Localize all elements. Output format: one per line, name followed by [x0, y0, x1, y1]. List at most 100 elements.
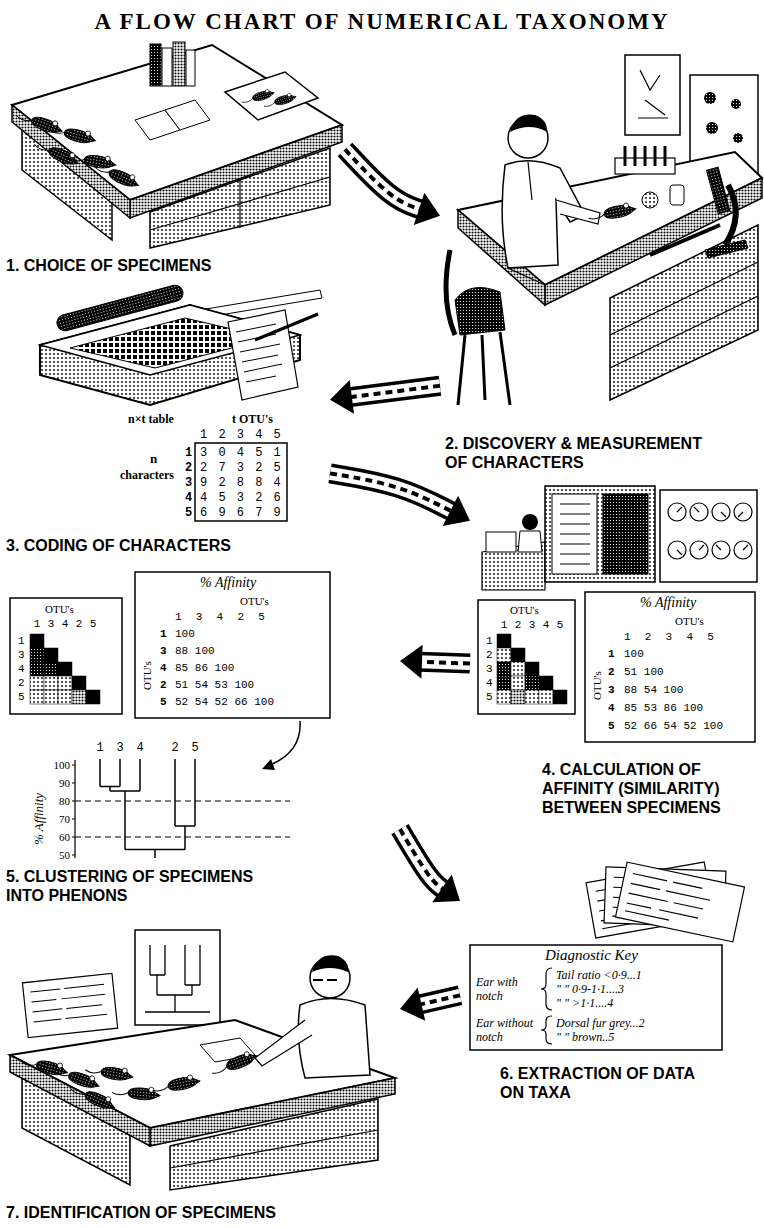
arrow-band-inner — [420, 995, 461, 1004]
key-character: Ear with notch — [476, 975, 538, 1003]
table-title: % Affinity — [640, 596, 696, 610]
coat-lines — [508, 162, 545, 285]
table-frame — [195, 443, 287, 521]
specimen — [67, 149, 117, 170]
desk-edge — [12, 105, 130, 218]
arrow-head — [432, 874, 460, 902]
matrix-cell — [30, 676, 44, 690]
matrix-cell — [511, 690, 525, 704]
matrix-cell — [44, 690, 58, 704]
roller — [55, 283, 185, 332]
matrix-cell — [525, 690, 539, 704]
key-entry: " " 0·9-1·1....3 — [556, 982, 624, 996]
specimen — [15, 108, 65, 137]
row-number: 2 — [608, 665, 615, 679]
row-number: 1 — [608, 647, 615, 661]
specimen — [209, 1049, 259, 1078]
axis-label: characters — [120, 468, 174, 482]
key-entry: " " brown..5 — [556, 1030, 614, 1044]
column-numbers: 1 2 3 4 5 — [200, 428, 283, 442]
leaf-labels: 1 3 4 — [96, 741, 146, 755]
arrow-band — [420, 662, 470, 664]
data-sheet — [615, 862, 744, 942]
bottle — [642, 192, 658, 208]
column-numbers: 1 2 3 4 5 — [501, 618, 564, 632]
wall-chart — [625, 55, 680, 135]
row-number: 1 — [486, 634, 493, 648]
row-number: 1 — [185, 446, 192, 460]
row-number: 5 — [160, 695, 167, 709]
table-heading: OTU's — [140, 661, 154, 690]
matrix-cell — [539, 676, 553, 690]
matrix-cell — [497, 676, 511, 690]
arrow-band — [345, 149, 421, 209]
scientist-arm — [556, 200, 600, 224]
computer-panel — [552, 494, 597, 574]
matrix-cell — [553, 690, 567, 704]
step-caption: 6. EXTRACTION OF DATA ON TAXA — [500, 1064, 712, 1102]
specimen — [112, 1084, 161, 1101]
specimen-tray — [225, 72, 318, 120]
row-number: 5 — [486, 690, 493, 704]
tick-label: 60 — [46, 830, 70, 844]
card — [22, 973, 117, 1037]
scientist-coat — [298, 999, 370, 1079]
chair-seat — [455, 288, 505, 336]
drawer-lines — [610, 262, 758, 368]
book — [173, 42, 185, 86]
wall-dendrogram — [135, 930, 220, 1025]
axis-label: n — [150, 452, 157, 466]
row-number: 1 — [160, 627, 167, 641]
key-brace — [541, 968, 552, 1010]
matrix-cell — [525, 662, 539, 676]
row-number: 3 — [185, 476, 192, 490]
matrix-cell — [58, 662, 72, 676]
step-caption: 3. CODING OF CHARACTERS — [6, 536, 231, 555]
matrix-cell — [539, 690, 553, 704]
table-row: 2 7 3 2 5 — [200, 461, 283, 475]
row-number: 4 — [160, 661, 167, 675]
operator-body — [518, 531, 542, 552]
step-panel: 2. DISCOVERY & MEASUREMENT OF CHARACTERS — [440, 50, 760, 475]
scientist-hair — [312, 955, 348, 972]
row-number: 4 — [18, 662, 25, 676]
matrix-cell — [497, 634, 511, 648]
row-number: 3 — [608, 683, 615, 697]
pointer-head — [262, 759, 275, 770]
chart-blot — [731, 99, 741, 109]
computer-panel — [603, 494, 648, 574]
bottle — [670, 185, 684, 205]
tick-label: 70 — [46, 812, 70, 826]
matrix-cell — [30, 648, 44, 662]
sheet-writing — [625, 874, 712, 928]
row-number: 5 — [185, 506, 192, 520]
arrow-band-inner — [345, 149, 421, 209]
chart-title: A FLOW CHART OF NUMERICAL TAXONOMY — [0, 8, 764, 36]
row-number: 4 — [486, 676, 493, 690]
matrix-cell — [58, 676, 72, 690]
pointer-arrow — [270, 721, 300, 765]
arrow-stripes — [345, 149, 421, 209]
table-title: % Affinity — [200, 576, 256, 590]
table-heading: OTU's — [240, 594, 269, 608]
matrix-cell — [30, 662, 44, 676]
row-number: 2 — [18, 676, 25, 690]
dendrogram — [100, 759, 195, 858]
key-entry: Dorsal fur grey...2 — [556, 1016, 645, 1030]
specimen — [52, 1063, 102, 1092]
arrow-band-inner — [400, 829, 444, 889]
matrix-cell — [525, 676, 539, 690]
specimen — [262, 92, 297, 110]
matrix-cell — [497, 648, 511, 662]
matrix-cell — [30, 690, 44, 704]
chair-legs — [458, 332, 510, 405]
step-caption: 7. IDENTIFICATION OF SPECIMENS — [6, 1203, 276, 1222]
key-card — [22, 973, 117, 1037]
flow-arrow — [400, 988, 460, 1021]
row-number: 2 — [185, 461, 192, 475]
spectacles — [313, 979, 337, 981]
book — [186, 50, 195, 86]
panel-lines — [560, 504, 590, 564]
step-caption: 2. DISCOVERY & MEASUREMENT OF CHARACTERS — [445, 434, 720, 472]
chair-back — [446, 250, 455, 335]
